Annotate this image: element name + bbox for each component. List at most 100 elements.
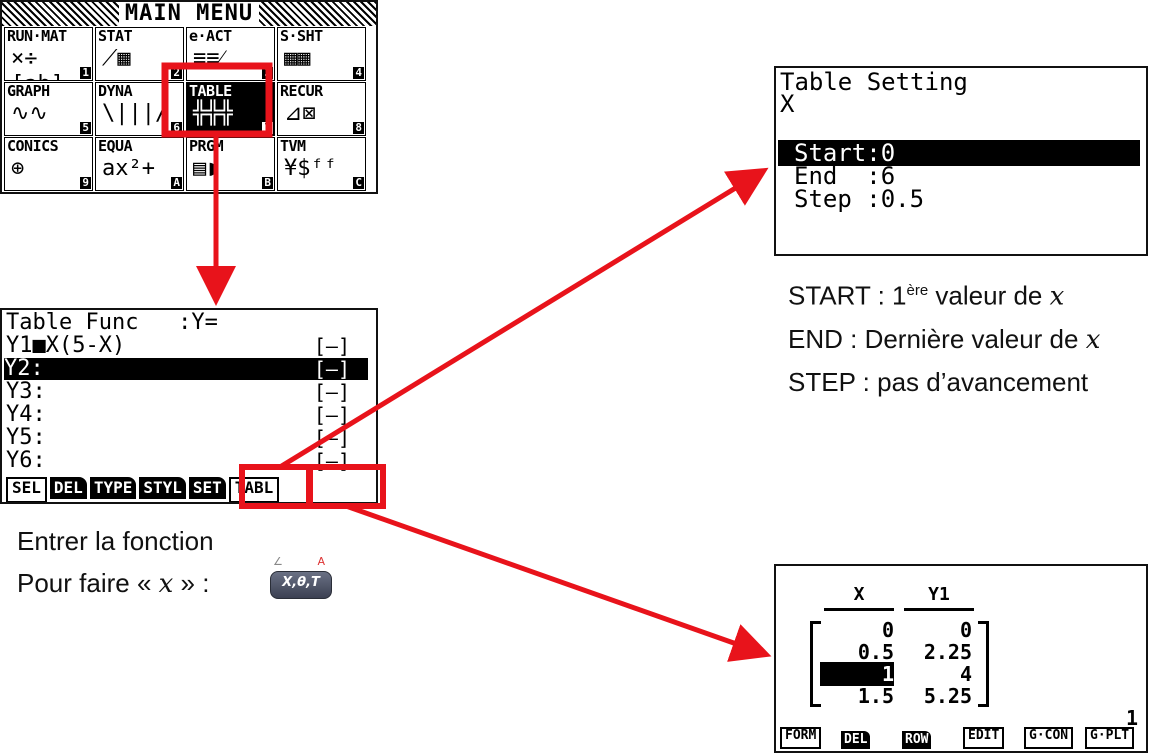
- key-label: X,θ,T: [282, 575, 320, 590]
- menu-tile-icon: ▦▦: [284, 46, 311, 71]
- setting-value: :6: [866, 162, 896, 190]
- main-menu-screen: MAIN MENU RUN·MAT×÷ [ab]1STAT⟋▦2e·ACT≡≡⁄…: [0, 0, 378, 194]
- menu-tile-table[interactable]: TABLE╬╬╬7: [186, 82, 275, 136]
- menu-tile-icon: ⊿⊠: [284, 101, 316, 126]
- func-caption-prefix: Pour faire «: [17, 568, 159, 598]
- cell-y1[interactable]: 5.25: [923, 684, 972, 708]
- function-row[interactable]: Y6:: [6, 448, 46, 473]
- setting-label: End: [794, 162, 867, 190]
- caption-step-line: STEP : pas d’avancement: [788, 366, 1089, 397]
- func-caption-var: x: [158, 569, 174, 599]
- menu-tile-conics[interactable]: CONICS⊕ 9: [4, 137, 93, 191]
- header-underline: [824, 608, 894, 611]
- func-caption-line1: Entrer la fonction: [17, 526, 214, 556]
- menu-tile-runmat[interactable]: RUN·MAT×÷ [ab]1: [4, 27, 93, 81]
- menu-tile-dyna[interactable]: DYNA\|||/6: [95, 82, 184, 136]
- matrix-left-bracket: [810, 621, 821, 707]
- fkey-type[interactable]: TYPE: [89, 477, 137, 499]
- menu-tile-label: RUN·MAT: [7, 27, 67, 45]
- menu-tile-eact[interactable]: e·ACT≡≡⁄3: [186, 27, 275, 81]
- row-indicator: 1: [1125, 706, 1138, 730]
- function-row[interactable]: Y5:: [6, 425, 46, 450]
- function-row[interactable]: Y4:: [6, 402, 46, 427]
- menu-tile-label: TABLE: [189, 82, 232, 100]
- menu-tile-number: 7: [262, 121, 273, 134]
- line-style-bracket: [—]: [313, 403, 350, 427]
- cell-x[interactable]: 1: [820, 662, 894, 686]
- menu-tile-graph[interactable]: GRAPH∿∿5: [4, 82, 93, 136]
- table-setting-var: X: [780, 90, 795, 118]
- fkey-del[interactable]: DEL: [841, 731, 871, 749]
- column-header-x: X: [853, 584, 865, 605]
- table-func-screen: Table Func :Y= Y1■X(5-X)[—]Y2:[—]Y3:[—]Y…: [0, 308, 378, 504]
- function-row[interactable]: Y1■X(5-X): [6, 333, 126, 358]
- fkey-sel[interactable]: SEL: [6, 477, 47, 502]
- caption-start-suffix: valeur de: [928, 280, 1050, 311]
- table-setting-title: Table Setting: [780, 68, 968, 96]
- menu-tile-icon: ⟋▦: [102, 46, 131, 71]
- cell-y1[interactable]: 4: [959, 662, 972, 686]
- fkey-tabl[interactable]: TABL: [228, 477, 280, 502]
- line-style-bracket: [—]: [313, 380, 350, 404]
- menu-tile-label: DYNA: [98, 82, 133, 100]
- menu-tile-number: 8: [353, 121, 364, 134]
- fkey-set[interactable]: SET: [188, 477, 226, 499]
- table-func-header: Table Func :Y=: [6, 310, 218, 335]
- menu-tile-label: CONICS: [7, 137, 59, 155]
- menu-tile-ssht[interactable]: S·SHT▦▦4: [277, 27, 366, 81]
- fkey-gplt[interactable]: G·PLT: [1085, 727, 1135, 749]
- arrow-to-table-result: [345, 503, 772, 662]
- menu-tile-number: 9: [80, 176, 91, 189]
- cell-x[interactable]: 0.5: [857, 640, 894, 664]
- menu-tile-icon: ×÷ [ab]: [11, 46, 64, 80]
- menu-tile-icon: ⊕: [11, 156, 25, 181]
- setting-value: :0: [866, 139, 896, 167]
- fkey-edit[interactable]: EDIT: [963, 727, 1005, 749]
- angle-icon: ∠: [273, 555, 283, 568]
- menu-tile-label: S·SHT: [280, 27, 323, 45]
- fkey-gcon[interactable]: G·CON: [1024, 727, 1074, 749]
- caption-start-sup: ère: [906, 282, 929, 299]
- menu-tile-recur[interactable]: RECUR⊿⊠8: [277, 82, 366, 136]
- menu-tile-number: 6: [171, 121, 182, 134]
- header-underline: [904, 608, 974, 611]
- menu-tile-prgm[interactable]: PRGM▤◗B: [186, 137, 275, 191]
- func-caption-line2: Pour faire « x » :: [17, 562, 214, 605]
- caption-end-line: END : Dernière valeur de x: [788, 318, 1100, 361]
- caption-start-line: START : 1ère valeur de x: [788, 270, 1100, 318]
- menu-tile-label: GRAPH: [7, 82, 50, 100]
- matrix-right-bracket: [978, 621, 989, 707]
- cell-y1[interactable]: 2.25: [923, 640, 972, 664]
- menu-tile-icon: ▤◗: [193, 156, 220, 181]
- menu-tile-stat[interactable]: STAT⟋▦ 2: [95, 27, 184, 81]
- menu-tile-number: 5: [80, 121, 91, 134]
- menu-tile-label: STAT: [98, 27, 133, 45]
- fkey-row[interactable]: ROW: [902, 731, 932, 749]
- column-header-y1: Y1: [928, 584, 950, 605]
- function-row[interactable]: Y3:: [6, 379, 46, 404]
- menu-tile-number: 3: [262, 66, 273, 79]
- setting-row-step[interactable]: Step :0.5: [794, 187, 924, 211]
- menu-tile-number: C: [353, 176, 364, 189]
- menu-tile-icon: ax²+: [102, 156, 155, 181]
- setting-row-end[interactable]: End :6: [794, 164, 895, 188]
- menu-tile-label: e·ACT: [189, 27, 232, 45]
- fkey-form[interactable]: FORM: [780, 727, 822, 749]
- menu-tile-icon: \|||/: [102, 101, 169, 126]
- fkey-styl[interactable]: STYL: [139, 477, 186, 499]
- alpha-letter: A: [317, 555, 325, 568]
- menu-tile-number: 2: [171, 66, 182, 79]
- line-style-bracket: [—]: [313, 449, 350, 473]
- menu-tile-label: PRGM: [189, 137, 224, 155]
- fkey-del[interactable]: DEL: [49, 477, 87, 499]
- cell-x[interactable]: 0: [881, 618, 894, 642]
- cell-y1[interactable]: 0: [959, 618, 972, 642]
- menu-tile-label: TVM: [280, 137, 306, 155]
- setting-row-start[interactable]: Start:0: [794, 139, 896, 167]
- function-row[interactable]: Y2:: [4, 358, 368, 380]
- cell-x[interactable]: 1.5: [857, 684, 894, 708]
- line-style-bracket: [—]: [313, 357, 350, 381]
